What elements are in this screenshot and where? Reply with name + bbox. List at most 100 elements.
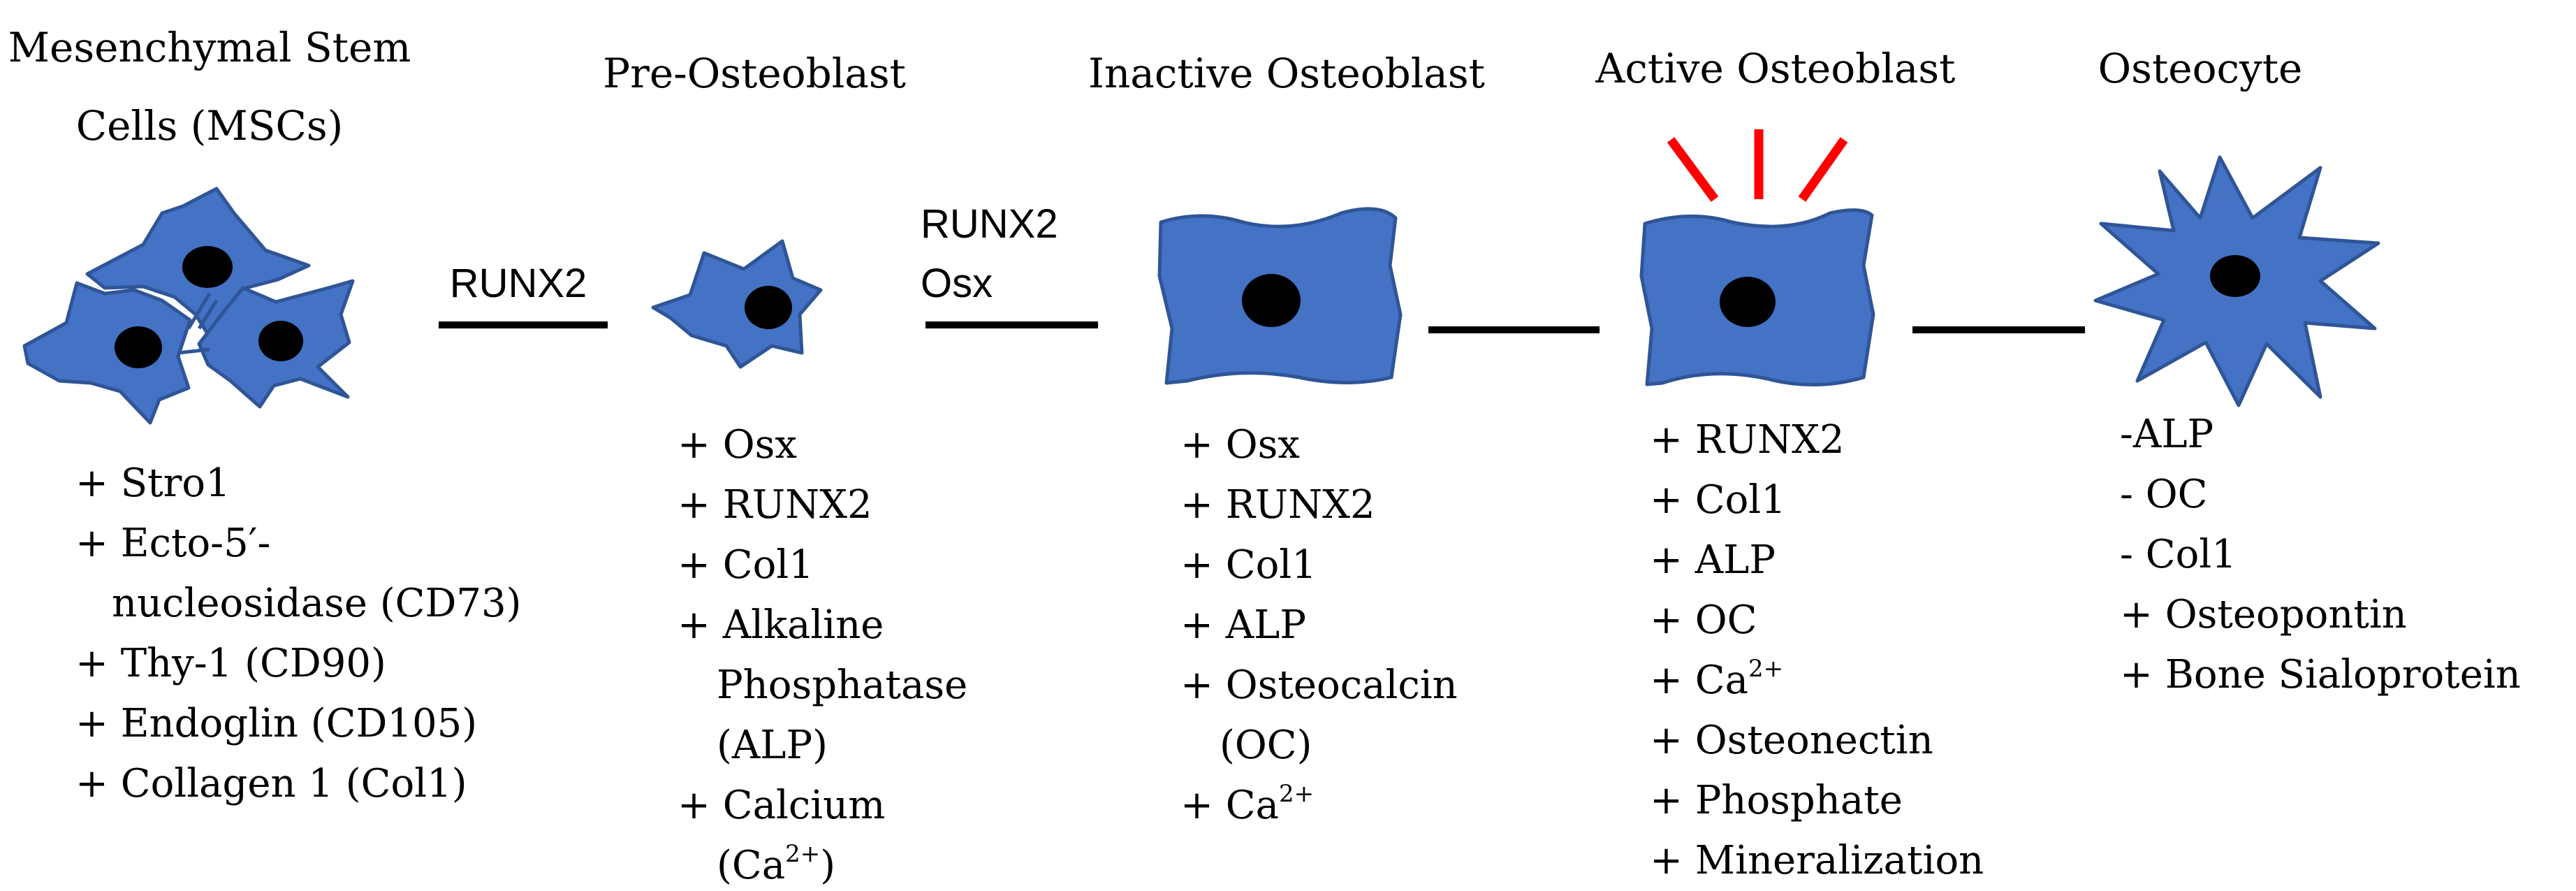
marker-text: + Calcium [678,783,885,828]
marker-text: (OC) [1220,723,1312,768]
marker-item: + Col1 [1180,542,1317,588]
marker-list-stage-3: + RUNX2 + Col1 + ALP + OC + Ca2+ + Osteonecti… [1650,417,1984,883]
marker-lists: + Stro1 + Ecto-5′- nucleosidase (CD73) + Th… [75,412,2521,888]
marker-item: + Endoglin (CD105) [75,701,477,746]
marker-item: (Ca2+) [717,840,835,888]
marker-text: - Col1 [2120,532,2237,577]
arrow-label-runx2-osx-line2: Osx [921,261,993,306]
stage-title-inactive-osteoblast: Inactive Osteoblast [1088,50,1485,97]
marker-text: + Ca [1650,658,1748,703]
marker-item: + Collagen 1 (Col1) [75,761,467,806]
marker-item: + Osteopontin [2120,592,2407,637]
marker-superscript: 2+ [1748,655,1783,683]
active-osteoblast-nucleus [1720,277,1776,327]
marker-text: ) [820,843,835,888]
marker-text: (Ca [717,843,785,888]
msc-cell-connector [177,292,219,355]
marker-item: + Osteonectin [1650,718,1933,763]
marker-text: + Bone Sialoprotein [2120,652,2521,697]
msc-nucleus-top [182,246,233,288]
marker-item: + Phosphate [1650,778,1903,823]
marker-text: + OC [1650,597,1757,643]
marker-item: + OC [1650,597,1757,643]
marker-item: + Alkaline [678,602,884,648]
msc-nucleus-right [258,321,303,361]
osteocyte-cell [2093,155,2380,407]
marker-text: + Ca [1180,783,1279,828]
marker-item: + Ca2+ [1180,780,1314,828]
marker-text: (ALP) [717,723,828,768]
pre-osteoblast-nucleus [745,286,792,329]
stage-title-msc-line2: Cells (MSCs) [76,102,344,150]
inactive-osteoblast-cell [1157,207,1403,385]
marker-text: nucleosidase (CD73) [112,581,522,626]
marker-item: + Col1 [678,542,814,588]
marker-list-stage-0: + Stro1 + Ecto-5′- nucleosidase (CD73) + Th… [75,461,522,806]
marker-text: -ALP [2120,412,2213,457]
marker-item: + RUNX2 [678,482,872,528]
marker-text: + Mineralization [1650,838,1984,883]
marker-text: + Alkaline [678,602,884,648]
marker-text: + RUNX2 [1180,482,1375,528]
stage-title-msc-line1: Mesenchymal Stem [8,24,411,71]
msc-cell-left [22,281,192,425]
msc-nucleus-left [115,326,162,368]
marker-item: + RUNX2 [1180,482,1375,528]
marker-item: + RUNX2 [1650,417,1845,463]
marker-text: + Osteopontin [2120,592,2407,637]
marker-item: + Osteocalcin [1180,662,1458,708]
marker-item: + Osx [678,422,797,468]
marker-text: + ALP [1650,537,1776,583]
arrow-label-runx2-osx-line1: RUNX2 [921,201,1058,247]
marker-list-stage-2: + Osx + RUNX2 + Col1 + ALP + Osteocalcin (OC)… [1180,422,1458,828]
stage-title-osteocyte: Osteocyte [2098,45,2303,92]
marker-text: - OC [2120,472,2207,517]
marker-text: Phosphatase [717,662,967,708]
marker-superscript: 2+ [785,840,820,868]
inactive-osteoblast-nucleus [1242,274,1301,327]
stage-titles: Mesenchymal Stem Cells (MSCs) Pre-Osteob… [8,24,2303,150]
marker-item: + Bone Sialoprotein [2120,652,2521,697]
marker-text: + Osteonectin [1650,718,1933,763]
marker-item: + Col1 [1650,477,1786,523]
marker-text: + Thy-1 (CD90) [75,641,386,686]
marker-item: + Stro1 [75,461,230,506]
stage-title-active-osteoblast: Active Osteoblast [1595,45,1956,92]
marker-item: + Ca2+ [1650,655,1783,703]
marker-text: + RUNX2 [678,482,872,528]
marker-text: + Endoglin (CD105) [75,701,477,746]
marker-item: + ALP [1650,537,1776,583]
marker-item: + Osx [1180,422,1300,468]
active-osteoblast-cell [1639,129,1875,386]
transition-arrows: RUNX2 RUNX2 Osx [439,201,2086,333]
marker-item: - Col1 [2120,532,2237,577]
marker-text: + Osx [678,422,797,468]
stage-title-pre-osteoblast: Pre-Osteoblast [603,50,906,97]
marker-item: + Ecto-5′- [75,521,270,566]
marker-text: + Col1 [1650,477,1786,523]
pre-osteoblast-body [651,239,823,369]
marker-item: - OC [2120,472,2207,517]
marker-item: nucleosidase (CD73) [112,581,522,626]
activity-line-right [1798,137,1848,202]
marker-text: + Collagen 1 (Col1) [75,761,467,806]
marker-item: + ALP [1180,602,1306,648]
marker-text: + Col1 [1180,542,1317,588]
marker-item: (ALP) [717,723,828,768]
arrow-label-runx2: RUNX2 [450,261,587,306]
marker-item: + Calcium [678,783,885,828]
marker-text: + Col1 [678,542,814,588]
marker-text: + Ecto-5′- [75,521,270,566]
msc-cell-cluster [22,187,355,425]
marker-superscript: 2+ [1279,780,1314,808]
marker-item: (OC) [1220,723,1312,768]
marker-item: Phosphatase [717,662,967,708]
marker-text: + Phosphate [1650,778,1903,823]
marker-item: + Mineralization [1650,838,1984,883]
marker-text: + Stro1 [75,461,230,506]
activity-line-left [1667,137,1719,202]
marker-text: + Osx [1180,422,1300,468]
marker-text: + Osteocalcin [1180,662,1458,708]
